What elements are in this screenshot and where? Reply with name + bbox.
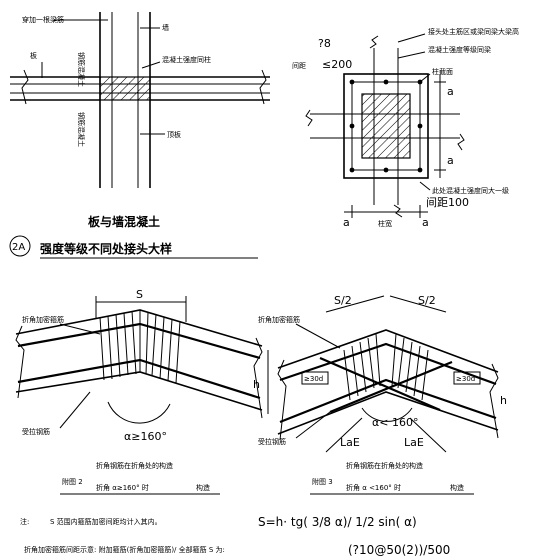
fig-d-angle-label: α< 160°	[372, 416, 418, 429]
fig-d-label-0: 折角加密箍筋	[258, 315, 300, 324]
fig-c-caption-right: 构造	[196, 483, 210, 492]
fig-c-s-label: S	[136, 288, 143, 301]
fig-b-side-a: a	[447, 85, 454, 98]
fig-b-label-2: 柱截面	[432, 67, 453, 76]
fig-b-dim-mid: 柱宽	[378, 219, 392, 228]
fig-d-caption-num: 附图 3	[312, 477, 333, 486]
fig-c-caption-num: 附图 2	[62, 477, 83, 486]
fig-c-label-0: 折角加密箍筋	[22, 315, 64, 324]
fig-b-dim-a-left: a	[343, 216, 350, 229]
fig-b-spacing-label: ≤200	[322, 58, 352, 71]
fig-d-caption-sub: 折角 α <160° 时	[346, 483, 401, 492]
fig-b-top-label: ?8	[318, 37, 331, 50]
fig-d-d30-left: ≥30d	[304, 375, 323, 383]
fig-c-angle-label: α≥160°	[124, 430, 167, 443]
figure-b-column-section: ?8 ≤200 间距 接头处主筋区或梁同梁大梁高 混凝土强度等级同梁 柱截面 此…	[292, 27, 519, 229]
notes-prefix: 注:	[20, 517, 29, 526]
fig-d-s2-left: S/2	[334, 294, 352, 307]
notes-section: 注: S 范围内箍筋加密间距均计入其内。 S=h· tg( 3/8 α)/ 1/…	[20, 515, 450, 557]
fig-b-bottom-label: 间距100	[426, 196, 469, 209]
fig-b-label-1: 混凝土强度等级同梁	[428, 45, 491, 54]
fig-c-label-1: 受拉钢筋	[22, 427, 50, 436]
fig-a-label-1: 墙	[162, 23, 169, 32]
fig-a-label-6: 顶板	[167, 130, 181, 139]
fig-b-dim-a-right: a	[422, 216, 429, 229]
figure-d-bent-beam: S/2 S/2 ≥30d ≥30d h α< 160° LaE LaE 折角加密…	[258, 294, 507, 495]
fig-a-label-2: 板	[30, 51, 37, 60]
notes-line2: 折角加密箍筋间距示意: 附加箍筋(折角加密箍筋)/ 全部箍筋 S 为:	[24, 545, 225, 554]
fig-a-label-4: 钢筋混凝土	[77, 112, 86, 147]
fig-d-s2-right: S/2	[418, 294, 436, 307]
fig-c-caption-text: 折角钢筋在折角处的构造	[96, 461, 173, 470]
fig-c-h-label: h	[253, 378, 260, 391]
fig-b-label-3: 此处混凝土强度同大一级	[432, 186, 509, 195]
fig-d-lae-right: LaE	[404, 436, 424, 449]
fig-c-caption-sub: 折角 α≥160° 时	[96, 483, 149, 492]
fig-a-circle-label: 2A	[12, 242, 25, 253]
fig-b-side-b: a	[447, 154, 454, 167]
fig-b-spacing-side: 间距	[292, 62, 306, 70]
fig-d-d30-right: ≥30d	[456, 375, 475, 383]
fig-a-title: 板与墙混凝土	[88, 214, 160, 229]
fig-d-lae-left: LaE	[340, 436, 360, 449]
notes-line1: S 范围内箍筋加密间距均计入其内。	[50, 517, 162, 526]
notes-formula1: S=h· tg( 3/8 α)/ 1/2 sin( α)	[258, 515, 417, 529]
fig-a-subtitle: 强度等级不同处接头大样	[40, 241, 172, 256]
fig-b-label-0: 接头处主筋区或梁同梁大梁高	[428, 27, 519, 36]
fig-d-caption-right: 构造	[450, 483, 464, 492]
fig-d-h-label: h	[500, 394, 507, 407]
fig-d-caption-text: 折角钢筋在折角处的构造	[346, 461, 423, 470]
fig-a-label-5: 混凝土强度同柱	[162, 55, 211, 64]
fig-d-label-1: 受拉钢筋	[258, 437, 286, 446]
notes-formula2: (?10@50(2))/500	[348, 543, 450, 557]
figure-a-wall-slab-joint: 穿加一根梁筋 墙 板 钢筋混凝土 钢筋混凝土 混凝土强度同柱 顶板 板与墙混凝土…	[9, 12, 270, 259]
figure-c-bent-beam: S h α≥160° 折角加密箍筋 受拉钢筋 附图 2 折角钢筋在折角处的构造 …	[15, 288, 269, 495]
fig-a-label-0: 穿加一根梁筋	[22, 15, 64, 24]
fig-a-label-3: 钢筋混凝土	[77, 52, 86, 87]
